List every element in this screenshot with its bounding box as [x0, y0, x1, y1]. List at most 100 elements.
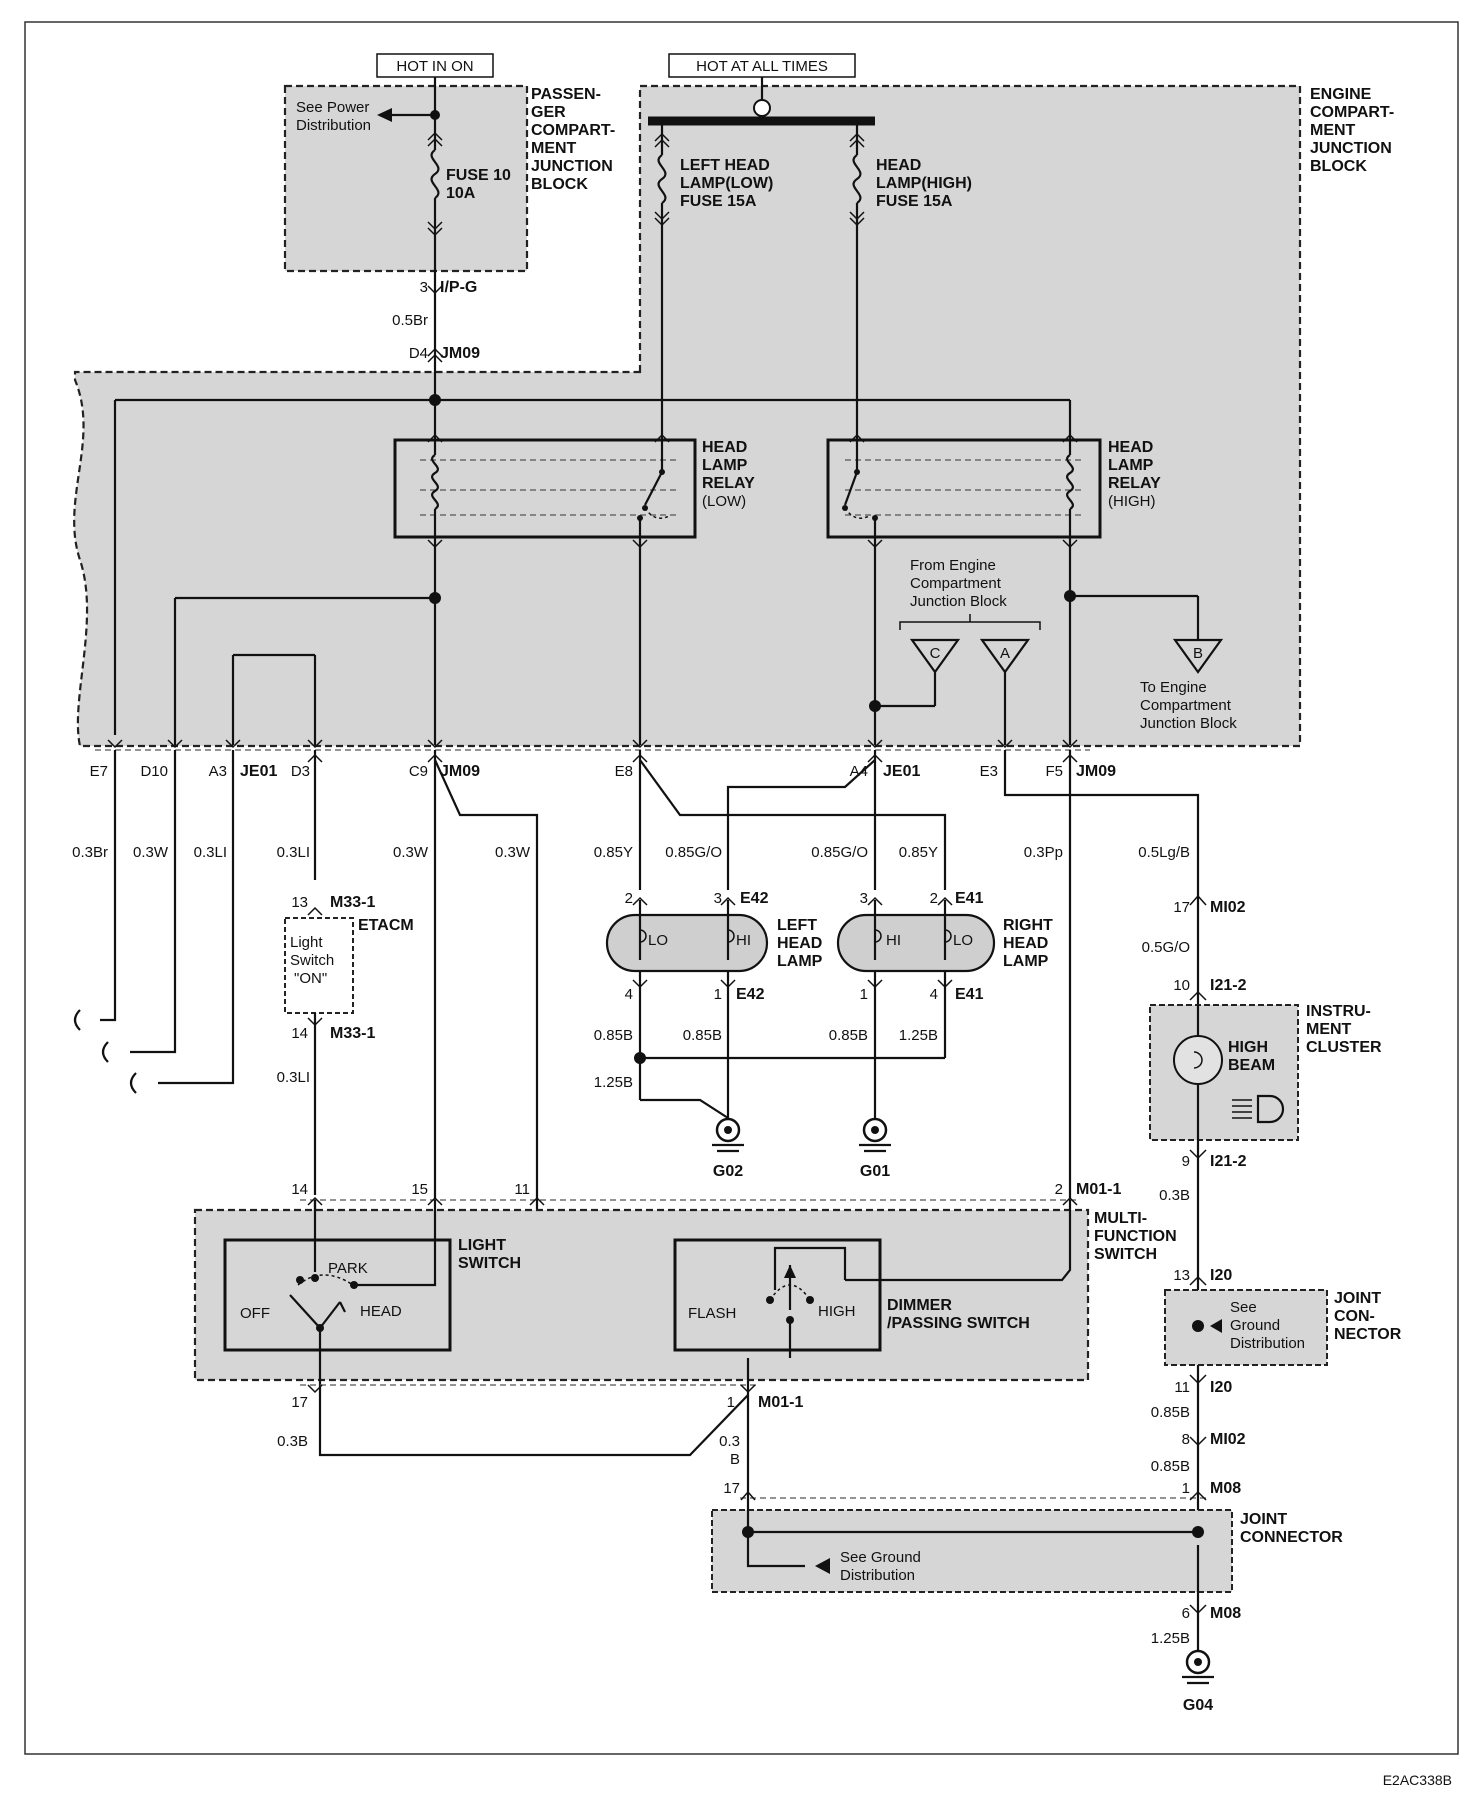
- joint-connector-2-box: [711, 1509, 1233, 1593]
- pin-1-e42: 1: [714, 986, 722, 1003]
- wire-085b-b: 0.85B: [683, 1027, 722, 1044]
- high-beam-label-2: BEAM: [1228, 1057, 1275, 1074]
- see-ground-1-2: Ground: [1230, 1317, 1280, 1334]
- joint-connector-1-shade: [1165, 1290, 1327, 1365]
- wire-d10: [130, 750, 177, 1054]
- relay-high-label-1: HEAD: [1108, 439, 1153, 456]
- pin-13-m33: 13: [291, 894, 308, 911]
- fuse-high-label-1: HEAD: [876, 157, 921, 174]
- svg-text:COMPART-: COMPART-: [1310, 104, 1394, 121]
- conn-jm09-a: JM09: [440, 345, 480, 362]
- wire-03li-c: 0.3LI: [277, 1069, 310, 1086]
- right-head-lamp-label-3: LAMP: [1003, 953, 1049, 970]
- svg-text:BLOCK: BLOCK: [531, 176, 588, 193]
- right-lamp-lo: LO: [953, 932, 973, 949]
- pin-10-i21: 10: [1173, 977, 1190, 994]
- conn-jm09-c: JM09: [1076, 763, 1116, 780]
- joint-connector-2-shade: [712, 1510, 1232, 1592]
- wire-05go: 0.5G/O: [1142, 939, 1190, 956]
- conn-m33-1-a: M33-1: [330, 894, 375, 911]
- pin-8-mi02: 8: [1182, 1431, 1190, 1448]
- see-ground-1-3: Distribution: [1230, 1335, 1305, 1352]
- pin-a4: A4: [850, 763, 868, 780]
- triangle-a-label: A: [1000, 645, 1010, 662]
- relay-high-label-4: (HIGH): [1108, 493, 1156, 510]
- pin-17-ls: 17: [291, 1394, 308, 1411]
- ground-g02-symbol: [712, 1117, 744, 1153]
- pin-d3: D3: [291, 763, 310, 780]
- hot-in-on-label: HOT IN ON: [396, 58, 473, 75]
- right-head-lamp-label-2: HEAD: [1003, 935, 1048, 952]
- conn-m08-b: M08: [1210, 1605, 1241, 1622]
- dimmer-label-2: /PASSING SWITCH: [887, 1315, 1030, 1332]
- svg-text:JUNCTION: JUNCTION: [1310, 140, 1392, 157]
- wire-03li-a: 0.3LI: [194, 844, 227, 861]
- conn-e42-b: E42: [736, 986, 765, 1003]
- from-engine-bracket: [899, 614, 1041, 630]
- pin-a3: A3: [209, 763, 227, 780]
- conn-mi02-b: MI02: [1210, 1431, 1246, 1448]
- instrument-cluster-label-3: CLUSTER: [1306, 1039, 1382, 1056]
- pin-2-e41: 2: [930, 890, 938, 907]
- svg-text:JUNCTION: JUNCTION: [531, 158, 613, 175]
- relay-low-box: [393, 438, 697, 539]
- wire-125b-c: 1.25B: [1151, 1630, 1190, 1647]
- instrument-cluster-label-1: INSTRU-: [1306, 1003, 1371, 1020]
- svg-text:MENT: MENT: [531, 140, 577, 157]
- light-switch-on-2: Switch: [290, 952, 334, 969]
- wire-e7: [100, 750, 117, 1022]
- light-switch-on-1: Light: [290, 934, 323, 951]
- joint-connector-1-label-3: NECTOR: [1334, 1326, 1402, 1343]
- from-engine-label-3: Junction Block: [910, 593, 1007, 610]
- wire-03b-c2: B: [730, 1451, 740, 1468]
- conn-i21-2-b: I21-2: [1210, 1153, 1247, 1170]
- wire-03br: 0.3Br: [72, 844, 108, 861]
- fuse-left-label-2: LAMP(LOW): [680, 175, 773, 192]
- left-lamp-hi: HI: [736, 932, 751, 949]
- joint-connector-1-box: [1164, 1289, 1328, 1366]
- ground-g01-label: G01: [860, 1163, 890, 1180]
- high-beam-indicator-icon: [1232, 1094, 1285, 1124]
- hot-at-all-times-label: HOT AT ALL TIMES: [696, 58, 828, 75]
- bus-terminal: [753, 99, 771, 117]
- ground-g04-label: G04: [1183, 1697, 1213, 1714]
- pin-e3: E3: [980, 763, 998, 780]
- multi-function-label-3: SWITCH: [1094, 1246, 1157, 1263]
- fuse-high-label-3: FUSE 15A: [876, 193, 953, 210]
- relay-high-box: [826, 438, 1102, 539]
- switch-off: OFF: [240, 1305, 270, 1322]
- switch-flash: FLASH: [688, 1305, 736, 1322]
- conn-i20-a: I20: [1210, 1267, 1232, 1284]
- light-switch-on-3: "ON": [294, 970, 327, 987]
- conn-m01-1-a: M01-1: [1076, 1181, 1121, 1198]
- pin-ipg: 3: [420, 279, 428, 296]
- conn-i20-b: I20: [1210, 1379, 1232, 1396]
- wire-e8-cross: [639, 759, 947, 890]
- wire-05br: 0.5Br: [392, 312, 428, 329]
- svg-text:GER: GER: [531, 104, 566, 121]
- wire-085b-c: 0.85B: [829, 1027, 868, 1044]
- joint-connector-2-label-2: CONNECTOR: [1240, 1529, 1343, 1546]
- pin-13-i20: 13: [1173, 1267, 1190, 1284]
- relay-low-coil: [431, 440, 439, 545]
- passenger-junction-block-outline: [283, 84, 529, 273]
- pin-11-ls: 11: [514, 1181, 530, 1198]
- high-beam-label-1: HIGH: [1228, 1039, 1268, 1056]
- pin-1-m01: 1: [727, 1394, 735, 1411]
- wire-03w-a: 0.3W: [133, 844, 169, 861]
- see-ground-1-1: See: [1230, 1299, 1257, 1316]
- wire-03pp: 0.3Pp: [1024, 844, 1063, 861]
- pin-4-e42: 4: [625, 986, 633, 1003]
- left-lamp-lo: LO: [648, 932, 668, 949]
- conn-e41-a: E41: [955, 890, 984, 907]
- ground-g01-symbol: [859, 1117, 891, 1153]
- relay-low-label-3: RELAY: [702, 475, 755, 492]
- dimmer-switch-box: [673, 1238, 882, 1352]
- wire-03b-c: 0.3: [719, 1433, 740, 1450]
- relay-high-label-3: RELAY: [1108, 475, 1161, 492]
- wire-085y-a: 0.85Y: [594, 844, 633, 861]
- wire-03b-a: 0.3B: [1159, 1187, 1190, 1204]
- relay-low-label-1: HEAD: [702, 439, 747, 456]
- passenger-junction-block-shade: [285, 86, 527, 271]
